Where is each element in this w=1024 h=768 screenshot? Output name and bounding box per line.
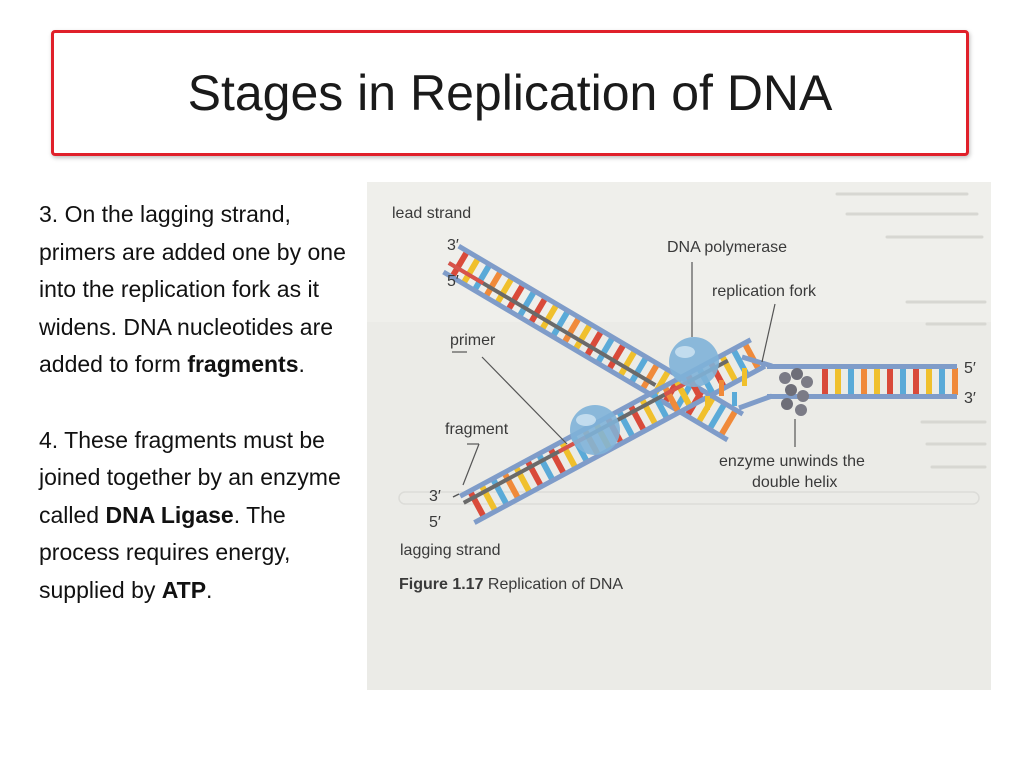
base-pair-rung: [900, 368, 906, 395]
leading-new-strand: [447, 261, 657, 387]
step-3-bold-fragments: fragments: [187, 351, 299, 378]
step-4-bold-atp: ATP: [161, 576, 207, 603]
base-pair-rung: [584, 330, 604, 357]
figure-caption-number: Figure 1.17: [399, 576, 484, 593]
label-bottom-5prime: 5′: [429, 514, 441, 531]
step-4-text: 4. These fragments must be joined togeth…: [39, 426, 341, 528]
dna-polymerase-top: [669, 337, 719, 387]
figure-caption-text: Replication of DNA: [483, 576, 623, 593]
base-pair-rung: [848, 368, 854, 395]
base-pair-rung: [887, 368, 893, 395]
leading-primer: [447, 261, 485, 286]
label-bottom-3prime: 3′: [429, 488, 441, 505]
step-3-end: .: [298, 351, 305, 378]
figure-caption: Figure 1.17 Replication of DNA: [399, 576, 623, 593]
base-pair-rung: [640, 363, 660, 390]
dna-polymerase-bottom: [570, 405, 620, 455]
base-pair-rung: [718, 409, 738, 437]
base-pair-rung: [595, 337, 615, 364]
base-pair-rung: [528, 297, 548, 324]
step-4-text-mid: . The process requires energy, supplied …: [39, 501, 291, 603]
base-pair-rung: [562, 317, 582, 344]
step-3-paragraph: 3. On the lagging strand, primers are ad…: [39, 196, 364, 384]
helicase-enzyme: [779, 368, 813, 416]
base-pair-rung: [550, 310, 570, 337]
helix-backbone-top: [767, 364, 957, 369]
slide-title: Stages in Replication of DNA: [187, 65, 833, 121]
base-pair-rung: [495, 277, 514, 304]
label-right-5prime: 5′: [964, 360, 976, 377]
base-pair-rung: [618, 350, 637, 377]
lagging-backbone-outer: [473, 363, 767, 525]
label-top-5prime: 5′: [447, 273, 459, 290]
label-right-3prime: 3′: [964, 390, 976, 407]
base-pair-rung: [450, 251, 470, 278]
step-4-bold-dna-ligase: DNA Ligase: [105, 501, 234, 528]
text-column: 3. On the lagging strand, primers are ad…: [39, 196, 364, 610]
base-pair-rung: [874, 368, 880, 395]
base-pair-rung: [926, 368, 932, 395]
base-pair-rung: [539, 303, 559, 331]
ghost-frame: [398, 491, 980, 505]
lagging-primer-2: [663, 380, 689, 397]
base-pair-rung: [861, 368, 867, 395]
step-4-end: .: [206, 576, 213, 603]
base-pair-rung: [952, 368, 958, 395]
fork-junction: [738, 354, 773, 411]
base-pair-rung: [629, 356, 649, 384]
label-lagging-strand: lagging strand: [400, 542, 501, 559]
label-lead-strand: lead strand: [392, 205, 471, 222]
base-pair-rung: [506, 284, 526, 311]
step-3-text: 3. On the lagging strand, primers are ad…: [39, 201, 346, 378]
base-pair-rung: [517, 290, 537, 318]
dna-replication-diagram: lead strand 3′ 5′ DNA polymerase replica…: [367, 182, 991, 690]
lagging-arrow-tip: [452, 493, 460, 498]
label-primer: primer: [450, 332, 496, 349]
label-dna-polymerase: DNA polymerase: [667, 239, 787, 256]
free-nucleotides: [705, 368, 747, 410]
base-pair-rung: [939, 368, 945, 395]
figure-photo: lead strand 3′ 5′ DNA polymerase replica…: [367, 182, 991, 690]
base-pair-rung: [835, 368, 841, 395]
label-replication-fork: replication fork: [712, 283, 817, 300]
title-box: Stages in Replication of DNA: [51, 30, 969, 156]
base-pair-rung: [461, 257, 481, 284]
base-pair-rung: [822, 368, 828, 395]
pointer-lines: [452, 262, 796, 486]
ghost-text: [835, 192, 987, 469]
helix-backbone-bottom: [767, 394, 957, 399]
step-4-paragraph: 4. These fragments must be joined togeth…: [39, 422, 364, 610]
double-helix: [767, 364, 958, 399]
label-enzyme-line1: enzyme unwinds the: [719, 453, 865, 470]
label-enzyme-line2: double helix: [752, 474, 837, 491]
base-pair-rung: [913, 368, 919, 395]
label-fragment: fragment: [445, 421, 509, 438]
base-pair-rung: [483, 270, 503, 298]
label-top-3prime: 3′: [447, 237, 459, 254]
base-pair-rung: [472, 264, 492, 291]
double-helix-rungs: [822, 368, 958, 395]
base-pair-rung: [707, 403, 727, 430]
base-pair-rung: [573, 323, 593, 351]
base-pair-rung: [606, 343, 626, 370]
